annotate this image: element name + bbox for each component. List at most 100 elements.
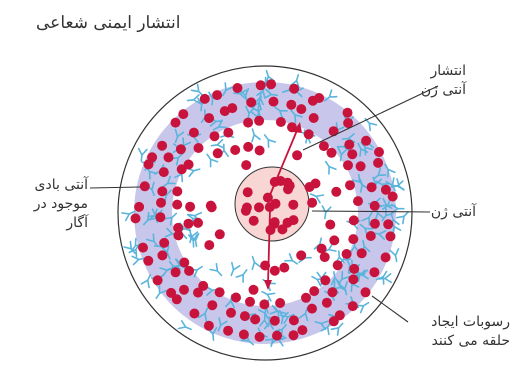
antigen-dot	[296, 250, 306, 260]
antigen-dot	[227, 103, 237, 113]
antigen-dot	[263, 193, 273, 203]
antigen-dot	[343, 108, 353, 118]
antigen-dot	[297, 325, 307, 335]
antigen-dot	[329, 235, 339, 245]
antigen-dot	[348, 301, 358, 311]
antigen-dot	[289, 330, 299, 340]
antigen-dot	[289, 315, 299, 325]
antigen-dot	[131, 213, 141, 223]
antigen-dot	[200, 94, 210, 104]
antigen-dot	[270, 316, 280, 326]
antigen-dot	[327, 148, 337, 158]
antigen-dot	[366, 231, 376, 241]
antigen-dot	[383, 219, 393, 229]
antigen-dot	[157, 250, 167, 260]
diagram-title: انتشار ایمنی شعاعی	[36, 14, 180, 33]
antigen-dot	[361, 136, 371, 146]
antigen-dot	[172, 200, 182, 210]
antigen-dot	[157, 141, 167, 151]
antigen-dot	[386, 231, 396, 241]
antigen-dot	[319, 141, 329, 151]
antigen-dot	[266, 79, 276, 89]
antigen-dot	[369, 267, 379, 277]
label-precipitin-ring: رسوبات ایجاد حلقه می کنند	[390, 313, 510, 351]
antigen-dot	[254, 116, 264, 126]
antigen-dot	[255, 332, 265, 342]
antigen-dot	[255, 146, 265, 156]
antigen-dot	[172, 186, 182, 196]
antigen-dot	[343, 160, 353, 170]
antigen-dot	[311, 179, 321, 189]
antigen-dot	[259, 299, 269, 309]
antigen-dot	[388, 192, 398, 202]
antigen-dot	[239, 330, 249, 340]
antigen-dot	[223, 128, 233, 138]
antigen-dot	[156, 198, 166, 208]
antigen-dot	[342, 249, 352, 259]
antigen-dot	[140, 181, 150, 191]
antigen-dot	[243, 187, 253, 197]
antigen-dot	[320, 275, 330, 285]
antigen-dot	[276, 117, 286, 127]
antigen-dot	[333, 260, 343, 270]
antigen-dot	[243, 118, 253, 128]
antigen-dot	[296, 104, 306, 114]
antigen-dot	[329, 126, 339, 136]
antigen-dot	[320, 252, 330, 262]
antigen-dot	[249, 285, 259, 295]
antigen-dot	[331, 187, 341, 197]
antigen-dot	[381, 252, 391, 262]
antigen-dot	[215, 229, 225, 239]
antigen-dot	[215, 287, 225, 297]
antigen-dot	[256, 80, 266, 90]
antigen-dot	[288, 200, 298, 210]
antigen-dot	[155, 212, 165, 222]
antigen-dot	[289, 84, 299, 94]
antigen-dot	[189, 128, 199, 138]
antigen-dot	[159, 238, 169, 248]
antigen-dot	[233, 83, 243, 93]
antigen-dot	[269, 97, 279, 107]
antigen-dot	[171, 118, 181, 128]
antigen-dot	[309, 113, 319, 123]
label-precipitin-line1: رسوبات ایجاد	[390, 313, 510, 332]
antigen-dot	[178, 109, 188, 119]
antigen-dot	[349, 215, 359, 225]
antigen-dot	[245, 297, 255, 307]
label-antigen: آنتی ژن	[406, 203, 476, 222]
antigen-dot	[230, 145, 240, 155]
antigen-dot	[138, 243, 148, 253]
antigen-dot	[189, 309, 199, 319]
label-antigen-diffusion: انتشار آنتی ژن	[386, 62, 466, 100]
antigen-dot	[213, 148, 223, 158]
antigen-dot	[307, 198, 317, 208]
antigen-dot	[147, 152, 157, 162]
antigen-dot	[353, 196, 363, 206]
antigen-dot	[159, 167, 169, 177]
label-antigen-diffusion-line1: انتشار	[386, 62, 466, 81]
antigen-dot	[231, 293, 241, 303]
label-antibody-in-agar: آنتی بادی موجود در آگار	[4, 176, 88, 233]
antigen-dot	[179, 285, 189, 295]
label-antigen-diffusion-line2: آنتی ژن	[386, 81, 466, 100]
antigen-dot	[241, 206, 251, 216]
antigen-dot	[184, 160, 194, 170]
antigen-dot	[193, 218, 203, 228]
antigen-dot	[171, 267, 181, 277]
label-antibody-line1: آنتی بادی	[4, 176, 88, 195]
antigen-dot	[348, 234, 358, 244]
antigen-dot	[212, 90, 222, 100]
antigen-dot	[317, 244, 327, 254]
antigen-dot	[223, 326, 233, 336]
antigen-dot	[134, 202, 144, 212]
antigen-dot	[184, 266, 194, 276]
antigen-dot	[157, 186, 167, 196]
antigen-dot	[198, 281, 208, 291]
antigen-dot	[357, 248, 367, 258]
antigen-dot	[370, 201, 380, 211]
antigen-dot	[370, 219, 380, 229]
antigen-dot	[304, 129, 314, 139]
antigen-dot	[309, 286, 319, 296]
antigen-dot	[194, 143, 204, 153]
antigen-dot	[207, 300, 217, 310]
